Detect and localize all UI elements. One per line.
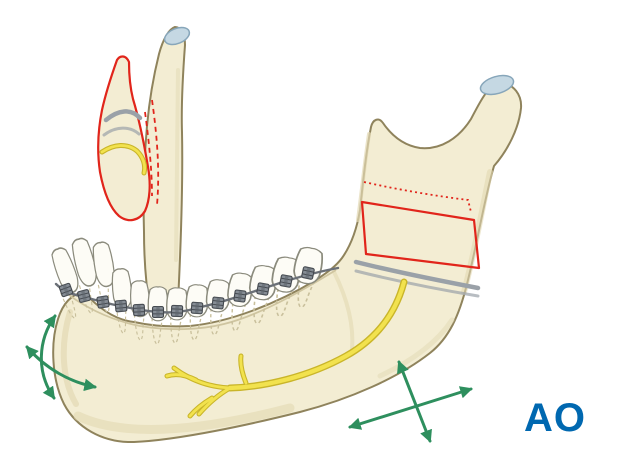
cartilage-cap-right — [479, 74, 515, 96]
orthodontic-bracket — [132, 303, 146, 317]
mobility-arrows-right — [348, 360, 473, 443]
mobility-arrows-left — [25, 314, 97, 400]
nerve-branch — [165, 373, 198, 382]
alveolar-ridge-line — [57, 269, 337, 331]
orthodontic-bracket — [151, 305, 165, 319]
mobility-arrow-vertical-right — [397, 360, 432, 443]
orthodontic-bracket — [300, 265, 316, 281]
fracture-line-dashed-left-1 — [151, 99, 160, 206]
orthodontic-bracket — [256, 282, 270, 296]
left-ramus-shading — [174, 68, 180, 262]
lower-border-shading — [73, 403, 295, 434]
orthodontic-bracket — [211, 296, 225, 310]
nerve-trunk — [227, 279, 407, 391]
orthodontic-bracket — [190, 301, 204, 315]
ramus-anterior-shading — [356, 132, 371, 222]
right-fracture-group — [353, 181, 481, 298]
inferior-alveolar-nerve — [164, 278, 408, 419]
angle-shading — [377, 317, 455, 379]
mobility-arrow-cross-left — [25, 345, 97, 392]
fracture-fragment-outline-right — [360, 200, 481, 270]
posterior-border-shading — [461, 169, 493, 295]
orthodontic-bracket — [170, 304, 184, 318]
condylar-fragment — [97, 55, 151, 222]
orthodontic-bracket — [96, 295, 110, 309]
orthodontic-bracket — [76, 288, 92, 304]
fracture-gap-left-2 — [102, 126, 141, 137]
left-ramus-group — [97, 26, 191, 311]
fracture-line-dashed-left-2 — [144, 111, 153, 197]
nerve-branch — [188, 396, 214, 418]
nerve-stub — [100, 144, 146, 175]
nerve-branch — [197, 386, 232, 416]
nerve-branch — [239, 354, 248, 385]
fracture-gap-left — [103, 109, 143, 123]
ao-logo: AO — [524, 396, 586, 440]
fracture-gap-right-2 — [354, 269, 480, 298]
orthodontic-bracket — [279, 274, 293, 288]
orthodontic-bracket — [233, 289, 247, 303]
orthodontic-bracket — [114, 299, 128, 313]
oblique-ridge-shading — [332, 270, 355, 352]
nerve-branch — [172, 366, 232, 390]
fracture-gap-right-1 — [353, 259, 481, 291]
cartilage-cap-left — [163, 26, 191, 46]
